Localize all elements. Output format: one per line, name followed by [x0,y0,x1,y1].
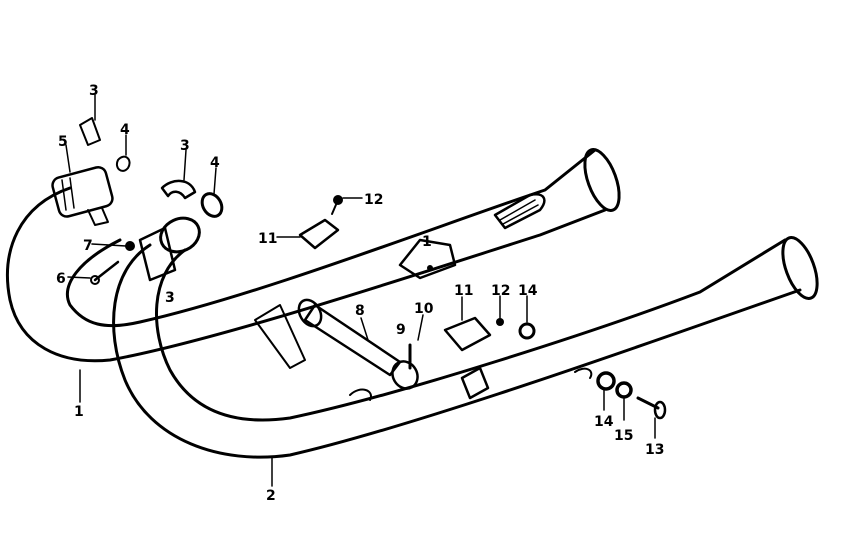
callout-4-mid: 4 [210,155,220,171]
callout-13: 13 [645,442,664,458]
callout-14-upper: 14 [518,283,538,299]
muffler-1 [6,148,621,363]
callout-6: 6 [56,271,66,287]
callout-9: 9 [396,322,406,338]
callout-3-mid: 3 [180,138,190,154]
callout-5: 5 [58,134,68,150]
callout-15: 15 [614,428,633,444]
callout-11-left: 11 [258,231,277,247]
connector-pipe-assembly [254,195,667,420]
callout-1-upper: 1 [422,234,432,250]
callout-12-upper: 12 [364,192,383,208]
callout-11-right: 11 [454,283,473,299]
callout-1-lower: 1 [74,404,84,420]
callout-7: 7 [83,238,93,254]
callout-3-top: 3 [89,83,99,99]
callout-10: 10 [414,301,434,317]
exhaust-clamp-cluster [51,117,224,285]
callout-8: 8 [355,303,365,319]
callout-labels: 3 4 5 3 4 7 6 3 1 11 12 1 8 9 10 11 12 1… [56,83,664,504]
leader-lines [65,94,656,487]
callout-4-top: 4 [120,122,130,138]
callout-3-lower: 3 [165,290,175,306]
muffler-2 [112,236,819,459]
callout-12-lower: 12 [491,283,510,299]
callout-14-lower: 14 [594,414,614,430]
callout-2: 2 [266,488,276,504]
